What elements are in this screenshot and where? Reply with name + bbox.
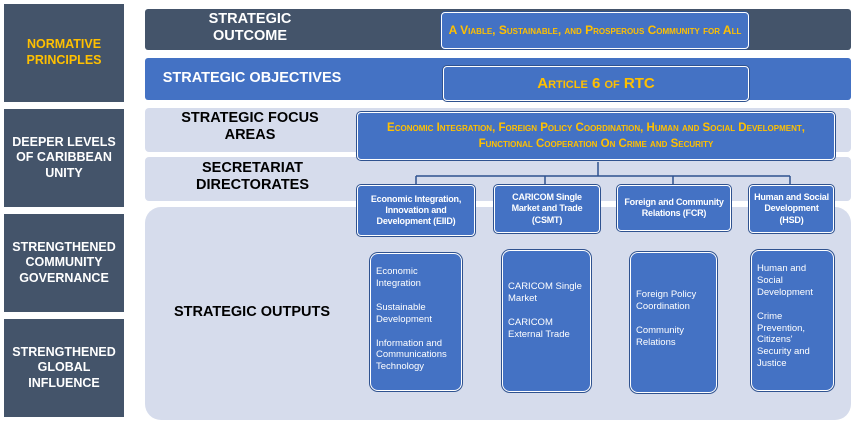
principle-community-governance: STRENGTHENED COMMUNITY GOVERNANCE [4,214,124,312]
outputs-eiid: Economic Integration Sustainable Develop… [370,253,462,391]
output-item: CARICOM Single Market [508,281,582,304]
output-item: Human and Social Development [757,263,813,298]
outputs-hsd: Human and Social Development Crime Preve… [751,250,834,391]
strategic-focus-areas-box: Economic Integration, Foreign Policy Coo… [357,112,835,160]
strategic-objective-text: Article 6 of RTC [537,75,655,92]
output-item: Information and Communications Technolog… [376,337,447,373]
strategic-outcome-box: A Viable, Sustainable, and Prosperous Co… [441,12,749,49]
principle-deeper-unity: DEEPER LEVELS OF CARIBBEAN UNITY [4,109,124,207]
strategic-objective-box: Article 6 of RTC [443,66,749,101]
directorate-hsd: Human and Social Development (HSD) [749,185,834,233]
outputs-fcr: Foreign Policy Coordination Community Re… [630,252,717,393]
strategic-outcome-text: A Viable, Sustainable, and Prosperous Co… [448,23,742,37]
directorate-csmt: CARICOM Single Market and Trade (CSMT) [494,185,600,233]
label-secretariat-directorates: SECRETARIAT DIRECTORATES [195,160,310,194]
output-item: Foreign Policy Coordination [636,289,697,312]
principle-normative: NORMATIVE PRINCIPLES [4,4,124,102]
principle-global-influence: STRENGTHENED GLOBAL INFLUENCE [4,319,124,417]
label-strategic-objectives: STRATEGIC OBJECTIVES [162,70,342,86]
outputs-csmt: CARICOM Single Market CARICOM External T… [502,250,591,392]
label-strategic-outcome: STRATEGIC OUTCOME [208,11,292,45]
output-item: CARICOM External Trade [508,316,570,340]
directorate-eiid: Economic Integration, Innovation and Dev… [357,185,475,236]
output-item: Economic Integration [376,266,421,289]
output-item: Sustainable Development [376,301,432,325]
label-strategic-outputs: STRATEGIC OUTPUTS [173,304,330,320]
output-item: Crime Prevention, Citizens' Security and… [757,310,810,370]
label-strategic-focus-areas: STRATEGIC FOCUS AREAS [181,110,319,144]
strategic-focus-areas-text: Economic Integration, Foreign Policy Coo… [387,121,805,150]
band-strategic-outputs [145,207,851,420]
directorate-fcr: Foreign and Community Relations (FCR) [617,185,731,231]
output-item: Community Relations [636,324,685,348]
